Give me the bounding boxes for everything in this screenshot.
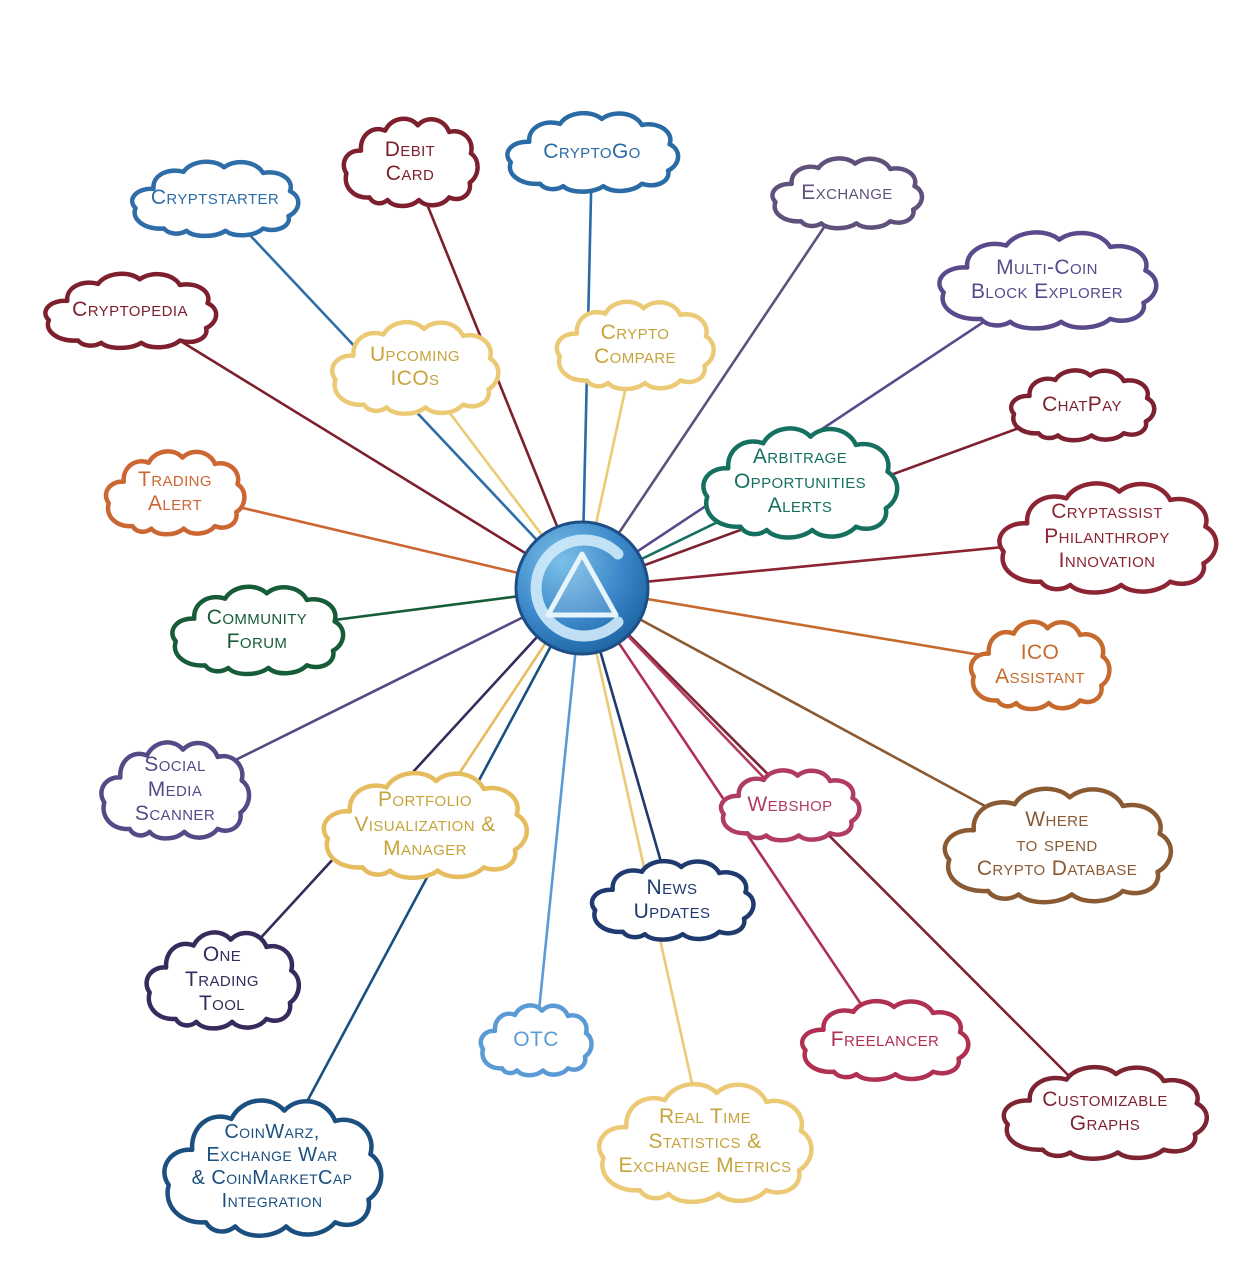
cloud-outline-icon [590, 1075, 820, 1210]
node-coinwarz-exchange-war-coinmarketcap-integration: CoinWarz, Exchange War & CoinMarketCap I… [155, 1090, 390, 1245]
connector-line-customizable-graphs [581, 587, 1106, 1113]
cloud-outline-icon [1005, 365, 1160, 445]
cryptassist-logo-icon [514, 520, 650, 656]
node-cryptogo: CryptoGo [500, 107, 685, 197]
connector-line-otc [534, 587, 584, 1041]
node-exchange: Exchange [766, 153, 928, 233]
node-one-trading-tool: One Trading Tool [140, 925, 305, 1035]
node-multi-coin-block-explorer: Multi-Coin Block Explorer [930, 225, 1165, 335]
node-cryptopedia: Cryptopedia [38, 268, 223, 353]
cloud-label: Where to spend Crypto Database [976, 808, 1138, 881]
connector-line-exchange [580, 192, 849, 589]
cloud-outline-icon [155, 1090, 390, 1245]
cloud-outline-icon [500, 107, 685, 197]
node-arbitrage-opportunities-alerts: Arbitrage Opportunities Alerts [695, 420, 905, 545]
cloud-label: Portfolio Visualization & Manager [354, 788, 496, 861]
cloud-label: Customizable Graphs [1042, 1087, 1168, 1135]
connector-line-where-to-spend-crypto-database [581, 586, 1058, 847]
cloud-outline-icon [476, 1000, 596, 1080]
cloud-outline-icon [585, 855, 760, 945]
cloud-label: ChatPay [1042, 392, 1122, 416]
node-cryptassist-philanthropy-innovation: Cryptassist Philanthropy Innovation [990, 475, 1225, 600]
node-ico-assistant: ICO Assistant [965, 615, 1115, 715]
cloud-outline-icon [766, 153, 928, 233]
cloud-label: OTC [513, 1027, 559, 1051]
node-real-time-statistics-exchange-metrics: Real Time Statistics & Exchange Metrics [590, 1075, 820, 1210]
cloud-label: Community Forum [206, 605, 308, 653]
node-debit-card: Debit Card [338, 112, 483, 212]
cloud-outline-icon [715, 765, 865, 845]
cloud-label: Freelancer [830, 1027, 940, 1051]
cloud-outline-icon [550, 295, 720, 395]
cloud-outline-icon [965, 615, 1115, 715]
node-crypto-compare: Crypto Compare [550, 295, 720, 395]
cloud-outline-icon [315, 765, 535, 885]
cloud-outline-icon [995, 1060, 1215, 1165]
connector-line-cryptopedia [129, 308, 583, 590]
node-social-media-scanner: Social Media Scanner [95, 735, 255, 845]
cloud-label: CoinWarz, Exchange War & CoinMarketCap I… [191, 1120, 353, 1213]
node-chatpay: ChatPay [1005, 365, 1160, 445]
cloud-outline-icon [95, 735, 255, 845]
cloud-label: Cryptstarter [150, 185, 280, 209]
node-portfolio-visualization-manager: Portfolio Visualization & Manager [315, 765, 535, 885]
cloud-label: ICO Assistant [995, 640, 1085, 688]
cloud-outline-icon [795, 995, 975, 1085]
cloud-label: Cryptopedia [72, 297, 188, 321]
node-news-updates: News Updates [585, 855, 760, 945]
cloud-label: News Updates [633, 875, 711, 923]
node-cryptstarter: Cryptstarter [125, 156, 305, 241]
node-where-to-spend-crypto-database: Where to spend Crypto Database [935, 780, 1180, 910]
cloud-label: Exchange [801, 180, 893, 204]
cryptassist-logo [512, 518, 652, 663]
connector-line-real-time-statistics-exchange-metrics [580, 587, 707, 1143]
cloud-outline-icon [38, 268, 223, 353]
cloud-outline-icon [930, 225, 1165, 335]
cloud-label: Multi-Coin Block Explorer [971, 255, 1123, 303]
cloud-outline-icon [100, 445, 250, 540]
cloud-label: Real Time Statistics & Exchange Metrics [618, 1105, 792, 1178]
node-customizable-graphs: Customizable Graphs [995, 1060, 1215, 1165]
cloud-label: CryptoGo [543, 139, 641, 163]
node-trading-alert: Trading Alert [100, 445, 250, 540]
connector-line-social-media-scanner [174, 586, 583, 792]
cloud-outline-icon [935, 780, 1180, 910]
cloud-outline-icon [990, 475, 1225, 600]
cloud-label: Upcoming ICOs [369, 342, 461, 390]
node-webshop: Webshop [715, 765, 865, 845]
cloud-outline-icon [140, 925, 305, 1035]
node-upcoming-icos: Upcoming ICOs [325, 315, 505, 420]
node-freelancer: Freelancer [795, 995, 975, 1085]
cloud-label: Crypto Compare [594, 320, 676, 368]
cloud-outline-icon [325, 315, 505, 420]
cloud-label: Debit Card [384, 137, 436, 185]
node-community-forum: Community Forum [165, 580, 350, 680]
cloud-outline-icon [125, 156, 305, 241]
cloud-outline-icon [695, 420, 905, 545]
cloud-label: Arbitrage Opportunities Alerts [733, 445, 867, 518]
cloud-label: Trading Alert [138, 467, 212, 515]
cloud-label: Webshop [747, 792, 833, 816]
node-otc: OTC [476, 1000, 596, 1080]
cloud-outline-icon [165, 580, 350, 680]
cloud-label: Social Media Scanner [134, 753, 216, 826]
cloud-label: Cryptassist Philanthropy Innovation [1044, 500, 1170, 573]
cloud-label: One Trading Tool [185, 943, 259, 1016]
connector-line-ico-assistant [581, 586, 1041, 667]
cloud-outline-icon [338, 112, 483, 212]
